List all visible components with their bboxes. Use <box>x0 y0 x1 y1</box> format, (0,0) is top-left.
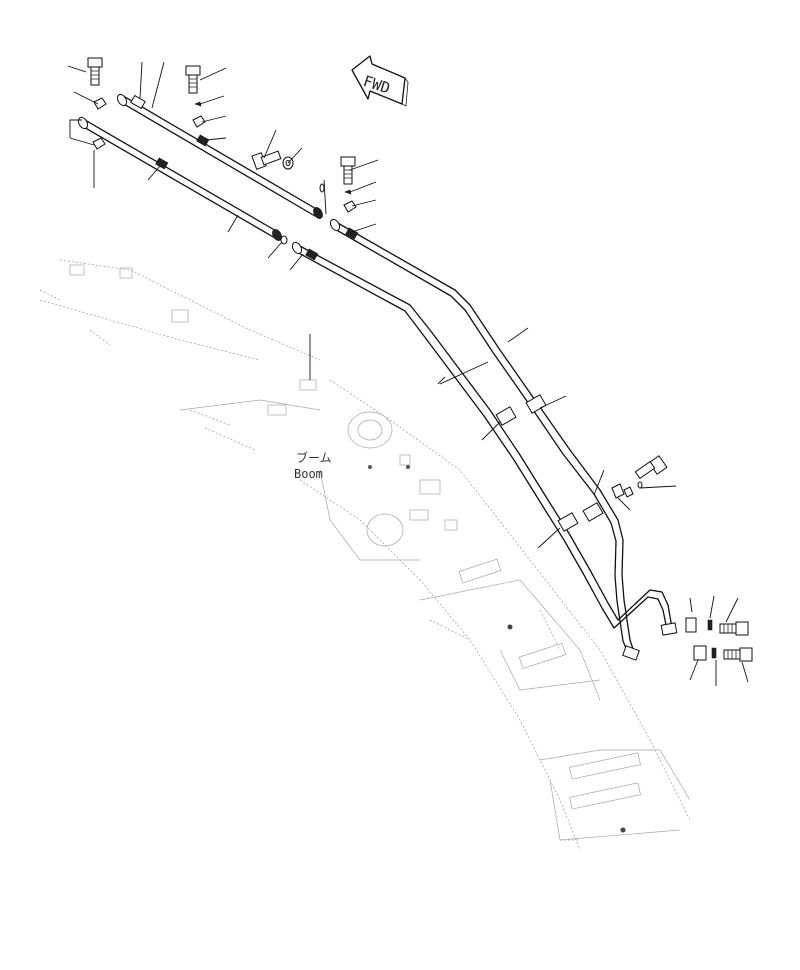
boom-callout-english: Boom <box>294 467 323 481</box>
fwd-direction-marker: FWD <box>351 55 409 107</box>
bolt-top-middle <box>185 65 206 128</box>
bolt-right-top <box>340 156 357 213</box>
bolt-center <box>251 150 294 170</box>
leader-lines <box>67 61 749 686</box>
bolt-top-left <box>87 57 103 86</box>
bolt-right-lower-1 <box>685 617 749 636</box>
hose-end-fittings <box>291 218 678 661</box>
hose-clamps <box>495 394 604 532</box>
lower-straight-tube <box>77 116 282 241</box>
bolt-right-mid <box>611 455 668 499</box>
o-rings <box>280 183 325 245</box>
bolt-right-lower-2 <box>693 645 753 662</box>
upper-straight-tube <box>116 93 323 219</box>
boom-callout: ブーム Boom <box>294 450 332 481</box>
boom-hose-lower <box>294 244 673 631</box>
boom-ghost-outline <box>39 259 691 851</box>
clamp-top-left <box>92 97 107 150</box>
boom-callout-japanese: ブーム <box>296 450 332 465</box>
